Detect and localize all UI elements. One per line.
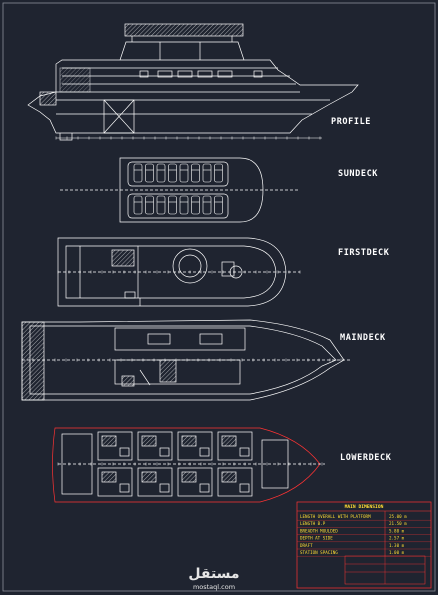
cabin-berth [101,471,117,483]
cabin-berth [181,435,197,447]
view-label-sundeck: SUNDECK [338,169,378,179]
view-label-firstdeck: FIRSTDECK [338,248,390,258]
cabin [217,431,253,461]
cabin-berth [141,471,157,483]
sun-lounger [214,195,223,215]
watermark: مستقل mostaql.com [188,566,239,591]
view-label-profile: PROFILE [331,117,371,127]
cabin [137,431,173,461]
sun-lounger [156,163,166,183]
title-block-row-value: 21.50 m [389,521,407,526]
title-block-row-value: 2.57 m [389,536,405,541]
title-block-row-label: STATION SPACING [300,550,338,555]
cabin-berth [221,471,237,483]
cabin-berth [141,435,157,447]
sun-lounger [168,195,177,215]
cabin-berth [101,435,117,447]
title-block-row-value: 1.30 m [389,543,405,548]
cabin [217,467,253,497]
sun-lounger [202,195,212,215]
cabin-wc [119,447,130,457]
lowerdeck-view [52,427,325,503]
cabin-wc [239,447,250,457]
sun-lounger [145,163,154,183]
cabin [177,467,213,497]
profile-view [27,23,359,141]
title-block-heading: MAIN DIMENSION [345,504,384,510]
profile-ruler [55,136,322,140]
sun-lounger [145,195,154,215]
cabin-berth [181,471,197,483]
title-block-row-value: 1.00 m [389,550,405,555]
cabin [137,467,173,497]
cabin [97,467,133,497]
title-block-row-label: LENGTH B.P [300,521,326,526]
view-label-maindeck: MAINDECK [340,333,386,343]
watermark-logo: مستقل [188,566,239,582]
view-label-lowerdeck: LOWERDECK [340,453,392,463]
forepeak [261,439,289,489]
cabin-wc [199,483,210,493]
cabin-berth [221,435,237,447]
maindeck-view [21,319,350,401]
sun-lounger [214,163,223,183]
firstdeck-ruler [57,270,301,274]
firstdeck-view [57,237,300,307]
title-block-row-label: BREADTH MOULDED [300,528,338,533]
title-block-row-label: DEPTH AT SIDE [300,536,333,541]
title-block-row-value: 25.00 m [389,514,407,519]
cabin-wc [199,447,210,457]
sun-lounger [191,195,200,215]
sundeck-view [60,157,300,223]
title-block-row-label: DRAFT [300,543,313,548]
cabin-wc [119,483,130,493]
sun-lounger [179,163,189,183]
cabin-wc [239,483,250,493]
sun-lounger [133,195,143,215]
sun-lounger [133,163,143,183]
sun-lounger [156,195,166,215]
title-block-row-label: LENGTH OVERALL WITH PLATFORM [300,514,371,519]
sun-lounger [202,163,212,183]
engine-room [61,433,93,495]
sun-lounger [168,163,177,183]
watermark-url: mostaql.com [193,583,235,591]
maindeck-ruler [21,358,342,362]
sun-lounger [179,195,189,215]
cabin [97,431,133,461]
title-block-row-value: 5.80 m [389,528,405,533]
cabin [177,431,213,461]
cabin-wc [159,483,170,493]
cabin-wc [159,447,170,457]
lowerdeck-ruler [57,462,323,466]
title-block: MAIN DIMENSION LENGTH OVERALL WITH PLATF… [296,501,432,589]
sun-lounger [191,163,200,183]
